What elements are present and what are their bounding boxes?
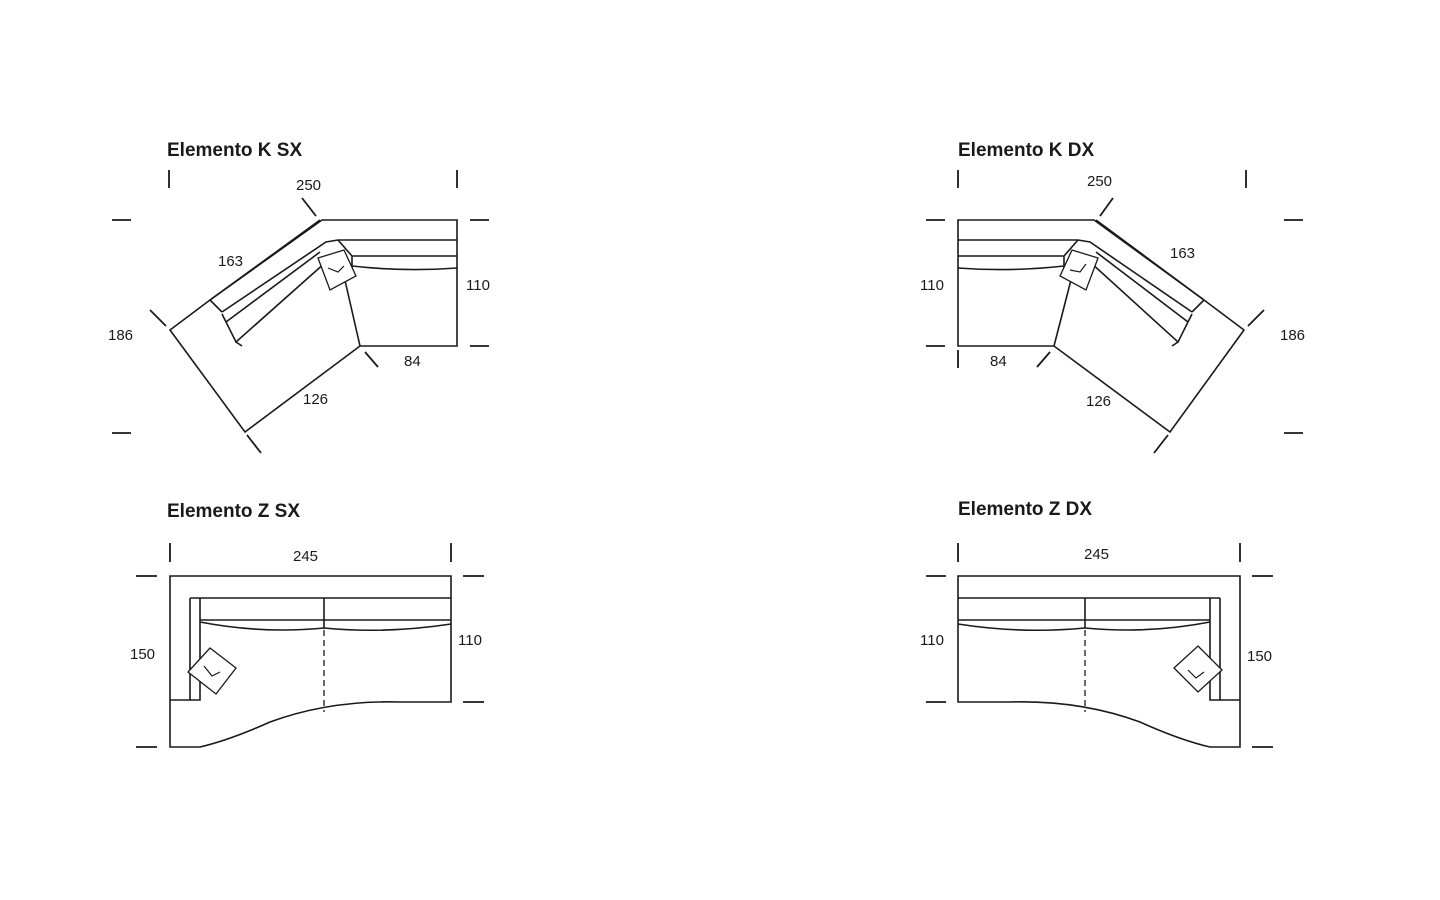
- backrest-outer: [209, 219, 321, 301]
- sofa-outline: [168, 219, 458, 434]
- arm-outer: [1219, 598, 1240, 701]
- sofa-outline: [957, 575, 1241, 748]
- backrest-inner: [221, 239, 339, 313]
- dim-label-side-depth: 186: [1280, 327, 1305, 344]
- arm-inner: [1209, 598, 1220, 701]
- dim-tick: [246, 434, 262, 454]
- dim-label-front: 126: [303, 391, 328, 408]
- elemento-k-dx-title: Elemento K DX: [958, 140, 1095, 161]
- dim-tick: [1153, 434, 1169, 454]
- elemento-z-sx: Elemento Z SX 245 150 110: [130, 501, 484, 748]
- dim-label-left-depth: 150: [130, 646, 155, 663]
- dim-label-top: 250: [1087, 173, 1112, 190]
- dim-tick: [364, 351, 379, 368]
- elemento-z-dx: Elemento Z DX 245 110 150: [920, 499, 1273, 748]
- dim-label-seat: 84: [990, 353, 1007, 370]
- dim-tick: [149, 309, 167, 327]
- pillow-icon: [317, 249, 357, 291]
- dim-label-front: 126: [1086, 393, 1111, 410]
- cushion-straight-front: [351, 265, 458, 271]
- arm-line: [209, 299, 223, 313]
- pillow-icon: [1173, 645, 1223, 693]
- dim-label-right-depth: 150: [1247, 648, 1272, 665]
- dim-label-back-arm: 163: [1170, 245, 1195, 262]
- seat-divider: [1053, 275, 1073, 347]
- seat-cushion-edge: [235, 341, 243, 347]
- dim-tick: [1099, 197, 1114, 217]
- cushion-straight-front: [957, 265, 1065, 271]
- elemento-k-dx: Elemento K DX 250 163 110 186 84 1: [920, 140, 1305, 454]
- sofa-outline: [957, 219, 1246, 434]
- dim-label-back-arm: 163: [218, 253, 243, 270]
- dim-label-width: 245: [293, 548, 318, 565]
- seat-cushion-edge: [1171, 341, 1179, 347]
- backrest-inner: [1077, 239, 1193, 313]
- dim-label-width: 245: [1084, 546, 1109, 563]
- dim-label-left-depth: 110: [920, 632, 944, 649]
- corner-join: [337, 239, 353, 268]
- pillow-icon: [187, 647, 237, 695]
- dim-label-side-depth: 186: [108, 327, 133, 344]
- dim-label-right-depth: 110: [466, 277, 490, 294]
- dim-tick: [1036, 351, 1051, 368]
- arm-inner: [190, 598, 201, 701]
- pillow-icon: [1059, 249, 1099, 291]
- dim-label-top: 250: [296, 177, 321, 194]
- cushion-line: [1095, 251, 1189, 323]
- elemento-k-sx: Elemento K SX: [108, 140, 490, 454]
- seat-divider: [343, 275, 361, 347]
- dim-tick: [1247, 309, 1265, 327]
- corner-join: [1063, 239, 1079, 268]
- dim-label-right-depth: 110: [458, 632, 482, 649]
- arm-line: [1191, 299, 1205, 313]
- backrest-outer: [1095, 219, 1205, 301]
- elemento-z-dx-title: Elemento Z DX: [958, 499, 1092, 520]
- sofa-outline: [169, 575, 452, 748]
- dim-tick: [301, 197, 317, 217]
- elemento-k-sx-title: Elemento K SX: [167, 140, 302, 161]
- cushion-line: [225, 251, 321, 323]
- cushion-front: [199, 621, 452, 632]
- dim-label-seat: 84: [404, 353, 421, 370]
- arm-outer: [170, 598, 191, 701]
- elemento-z-sx-title: Elemento Z SX: [167, 501, 300, 522]
- dim-label-left-depth: 110: [920, 277, 944, 294]
- cushion-front: [957, 621, 1211, 632]
